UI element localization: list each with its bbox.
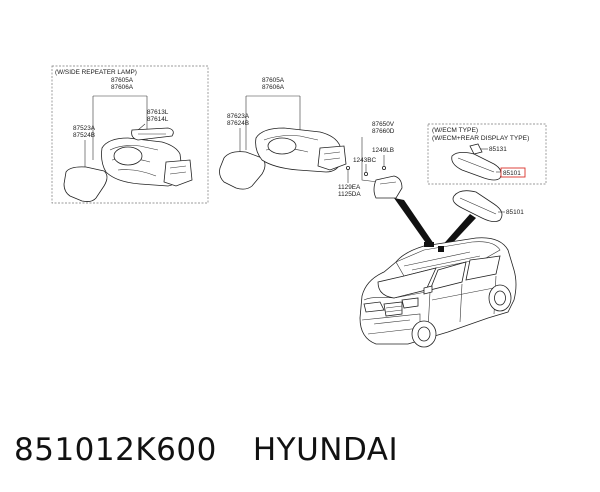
label-87614l: 87614L [147, 116, 169, 123]
mirror-actuator-left [113, 146, 143, 166]
vehicle-inside-mirror-mark [424, 242, 434, 247]
label-87523a: 87523A [73, 125, 96, 132]
ecm-note-1: (W/ECM TYPE) [432, 127, 478, 134]
inside-mirror-cover-detail [379, 181, 397, 185]
label-85101-main: 85101 [506, 209, 524, 216]
mirror-base-left-detail [169, 165, 187, 175]
vehicle-bumper-detail [373, 319, 411, 325]
label-87660d: 87660D [372, 128, 395, 135]
inside-mirror-cover [373, 175, 403, 199]
label-87623a: 87623A [227, 113, 250, 120]
vehicle-headlight-left [363, 301, 385, 313]
bolt-1129ea [345, 165, 350, 170]
label-85131: 85131 [489, 146, 507, 153]
vehicle-bumper [361, 313, 421, 335]
screw-1243bc [363, 171, 368, 176]
ecm-inside-mirror [451, 152, 502, 181]
highlight-box-85101 [500, 167, 526, 178]
vehicle-side-window-rear [465, 255, 501, 281]
caption: 851012K600 HYUNDAI [14, 426, 398, 474]
ecm-inside-mirror-detail [457, 157, 495, 173]
mirror-actuator-mid [267, 137, 297, 155]
vehicle-grille-slats [385, 305, 403, 313]
label-1129ea: 1129EA [338, 184, 361, 191]
label-1243bc: 1243BC [353, 157, 376, 164]
label-1249lb: 1249LB [372, 147, 394, 154]
label-85101-highlight: 85101 [503, 170, 521, 177]
pointer-mirror-to-car [440, 214, 476, 250]
vehicle-mirror-mount-mark [438, 246, 444, 252]
inside-rear-view-mirror-detail [459, 197, 497, 215]
mirror-base-mid-detail [323, 151, 341, 161]
vehicle-headlight-right [401, 297, 419, 309]
inside-rear-view-mirror [452, 190, 503, 222]
mirror-base-mid [317, 145, 347, 171]
label-87613l: 87613L [147, 109, 169, 116]
vehicle-illustration [359, 237, 517, 348]
mirror-glass-left [63, 166, 108, 202]
vehicle-rear-wheel-hub [494, 290, 506, 306]
screw-1249lb [381, 165, 386, 170]
vehicle-hood [363, 291, 427, 301]
leader-87650v [361, 137, 379, 183]
ecm-group-box [427, 123, 547, 185]
part-number: 851012K600 [14, 432, 217, 468]
label-1125da: 1125DA [338, 191, 361, 198]
pointer-cover-to-car [394, 198, 434, 246]
side-repeater-group-box [51, 65, 209, 204]
vehicle-front-wheel-hub [417, 326, 431, 342]
leader-87613l [137, 123, 146, 131]
label-87606a-left: 87606A [111, 84, 134, 91]
vehicle-side-window-front [429, 261, 467, 291]
brand-name: HYUNDAI [252, 432, 399, 468]
mirror-glass-mid [219, 151, 266, 190]
leader-87605a-mid [245, 95, 301, 150]
label-87650v: 87650V [372, 121, 395, 128]
vehicle-belt-line [431, 285, 505, 301]
label-87605a-left: 87605A [111, 77, 134, 84]
parts-diagram: (W/SIDE REPEATER LAMP) 87605A 87606A 876… [51, 65, 547, 348]
vehicle-grille [383, 301, 403, 317]
label-87524b: 87524B [73, 132, 95, 139]
side-repeater-note: (W/SIDE REPEATER LAMP) [55, 69, 137, 76]
vehicle-windshield [377, 267, 437, 299]
label-87624b: 87624B [227, 120, 249, 127]
vehicle-side-mirror [423, 285, 433, 295]
label-87605a-mid: 87605A [262, 77, 285, 84]
ecm-mount-bracket [469, 143, 483, 155]
label-87606a-mid: 87606A [262, 84, 285, 91]
vehicle-roof-rails [403, 251, 481, 271]
ecm-note-2: (W/ECM+REAR DISPLAY TYPE) [432, 135, 529, 142]
